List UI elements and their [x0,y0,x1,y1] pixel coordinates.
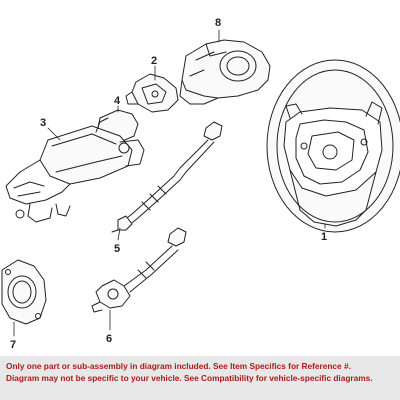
part-2-ignition-switch [125,73,179,113]
callout-1: 1 [321,231,327,243]
callout-7: 7 [10,339,16,351]
disclaimer-banner: Only one part or sub-assembly in diagram… [0,356,400,400]
part-7-seal-plate [1,259,47,325]
disclaimer-line-1: Only one part or sub-assembly in diagram… [6,361,351,371]
callout-4: 4 [114,95,121,107]
disclaimer-line-2: Diagram may not be specific to your vehi… [6,373,373,383]
steering-parts-diagram: 1 2 3 4 5 6 7 8 [1,17,400,351]
leader-lines [13,29,326,337]
callout-8: 8 [215,17,221,29]
part-3-steering-column [5,109,145,223]
part-5-intermediate-shaft [111,121,223,233]
part-1-steering-wheel [266,59,400,233]
callout-2: 2 [151,55,157,67]
callout-6: 6 [106,333,112,345]
callout-3: 3 [40,117,46,129]
callout-5: 5 [114,243,120,255]
part-8-column-shroud [179,39,271,105]
part-6-lower-shaft [91,227,187,313]
